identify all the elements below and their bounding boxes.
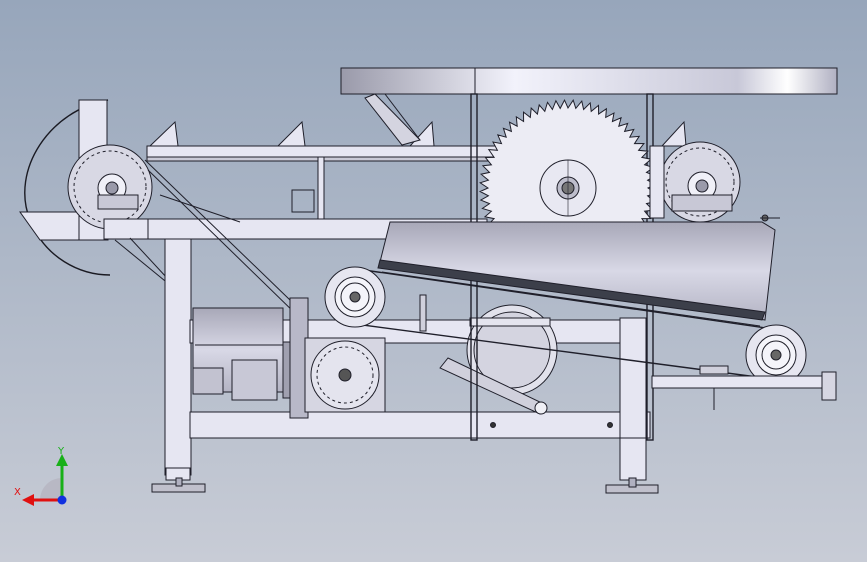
lower-drive-sprocket <box>304 337 386 413</box>
z-axis-dot <box>57 495 67 505</box>
conveyor-belt-top <box>349 267 781 331</box>
y-axis-label: Y <box>57 446 65 457</box>
frame-post-mid <box>317 156 325 220</box>
triad-quadrant <box>40 478 62 500</box>
upper-frame-rail <box>146 145 498 158</box>
right-leg <box>619 434 647 481</box>
left-sprocket <box>67 144 153 230</box>
axis-triad: Y X <box>14 446 68 506</box>
fin-1 <box>148 120 179 147</box>
left-leg <box>164 238 192 476</box>
fin-4 <box>660 120 687 147</box>
motor <box>192 297 309 419</box>
left-conveyor-pulley <box>324 266 386 328</box>
right-extension-bar <box>651 375 829 389</box>
lower-large-wheel <box>466 304 558 396</box>
saw-table <box>340 67 838 95</box>
conveyor-tray <box>379 221 776 321</box>
left-bearing-block <box>97 194 139 210</box>
right-bearing-block <box>671 194 733 212</box>
x-axis-label: X <box>14 487 21 498</box>
lower-frame-rail <box>189 411 651 439</box>
fin-2 <box>276 120 306 147</box>
frame-link-square <box>291 189 315 213</box>
